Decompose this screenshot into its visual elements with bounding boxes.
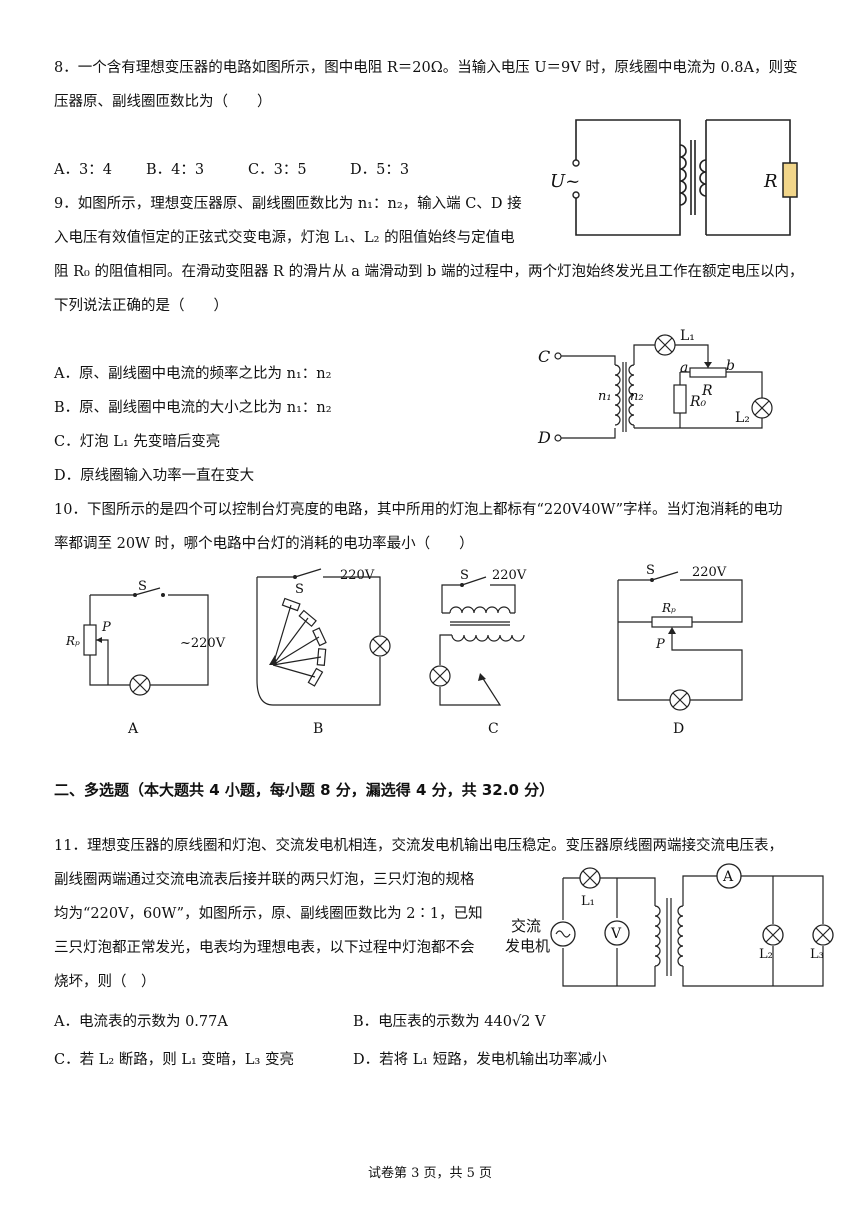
svg-text:L₃: L₃ — [810, 947, 824, 962]
svg-text:R₀: R₀ — [689, 394, 707, 410]
svg-text:n₂: n₂ — [630, 389, 644, 404]
svg-text:L₁: L₁ — [581, 894, 595, 909]
q9-resistor-r0 — [673, 384, 687, 414]
q8-option-b: B．4：3 — [146, 162, 205, 178]
svg-text:220V: 220V — [340, 568, 375, 583]
svg-text:A: A — [722, 869, 734, 885]
svg-text:220V: 220V — [492, 568, 527, 583]
q9-stem-line1: 9．如图所示，理想变压器原、副线圈匝数比为 n₁：n₂，输入端 C、D 接 — [54, 196, 522, 212]
q11-stem-line4: 三只灯泡都正常发光，电表均为理想电表，以下过程中灯泡都不会 — [54, 940, 475, 956]
svg-text:V: V — [610, 926, 622, 942]
q9-stem-line3: 阻 R₀ 的阻值相同。在滑动变阻器 R 的滑片从 a 端滑动到 b 端的过程中，… — [54, 264, 804, 280]
q8-stem-line1: 8．一个含有理想变压器的电路如图所示，图中电阻 R＝20Ω。当输入电压 U＝9V… — [54, 60, 798, 76]
q9-rheostat — [689, 367, 727, 378]
svg-text:S: S — [460, 568, 469, 583]
q11-stem-line5: 烧坏，则（ ） — [54, 974, 156, 990]
page-footer: 试卷第 3 页，共 5 页 — [367, 1166, 493, 1181]
svg-text:~220V: ~220V — [180, 636, 226, 651]
svg-text:C: C — [538, 347, 550, 366]
q9-stem-line4: 下列说法正确的是（ ） — [54, 298, 228, 314]
svg-text:a: a — [680, 360, 688, 376]
svg-text:n₁: n₁ — [598, 389, 612, 404]
q11-option-d: D．若将 L₁ 短路，发电机输出功率减小 — [353, 1052, 607, 1068]
svg-text:C: C — [488, 721, 499, 737]
q10-stem-line2: 率都调至 20W 时，哪个电路中台灯的消耗的电功率最小（ ） — [54, 536, 474, 552]
q9-option-c: C．灯泡 L₁ 先变暗后变亮 — [54, 434, 221, 450]
q11-stem-line1: 11．理想变压器的原线圈和灯泡、交流发电机相连，交流发电机输出电压稳定。变压器原… — [54, 838, 783, 854]
svg-text:S: S — [646, 563, 655, 578]
svg-text:交流: 交流 — [511, 917, 541, 935]
svg-text:D: D — [673, 721, 684, 737]
q10-circuit-d: S 220V Rₚ P D — [617, 563, 743, 737]
q8-stem-line2: 压器原、副线圈匝数比为（ ） — [54, 94, 272, 110]
svg-text:S: S — [295, 582, 304, 597]
q10-circuit-b: 220V S B — [256, 568, 391, 737]
q8-transformer-diagram: U~ R — [550, 119, 798, 236]
svg-text:b: b — [726, 358, 735, 374]
svg-text:发电机: 发电机 — [505, 937, 550, 955]
q9-option-a: A．原、副线圈中电流的频率之比为 n₁：n₂ — [54, 366, 332, 382]
q9-transformer-diagram: C D n₁ n₂ L₁ a b R R₀ L₂ — [537, 328, 773, 447]
svg-text:L₂: L₂ — [759, 947, 773, 962]
svg-text:P: P — [655, 637, 665, 652]
q10-stem-line1: 10．下图所示的是四个可以控制台灯亮度的电路，其中所用的灯泡上都标有“220V4… — [54, 502, 783, 518]
q9-stem-line2: 入电压有效值恒定的正弦式交变电源，灯泡 L₁、L₂ 的阻值始终与定值电 — [54, 230, 515, 246]
svg-text:P: P — [101, 620, 111, 635]
section2-heading: 二、多选题（本大题共 4 小题，每小题 8 分，漏选得 4 分，共 32.0 分… — [54, 781, 555, 799]
q10-circuit-a: S Rₚ P ~220V A — [65, 579, 226, 737]
q10-circuit-c: S 220V C — [429, 568, 527, 737]
q11-stem-line3: 均为“220V，60W”，如图所示，原、副线圈匝数比为 2∶1，已知 — [54, 906, 483, 922]
q8-resistor-label: R — [763, 171, 778, 192]
svg-text:L₁: L₁ — [680, 328, 695, 344]
svg-text:B: B — [313, 721, 323, 737]
svg-text:L₂: L₂ — [735, 410, 750, 426]
q8-resistor — [782, 162, 798, 198]
svg-text:Rₚ: Rₚ — [661, 601, 676, 615]
svg-text:Rₚ: Rₚ — [65, 634, 80, 648]
q11-option-b: B．电压表的示数为 440√2 V — [353, 1014, 546, 1030]
q8-voltage-label: U~ — [550, 171, 580, 192]
svg-text:R: R — [701, 383, 713, 399]
q9-option-d: D．原线圈输入功率一直在变大 — [54, 468, 255, 484]
svg-text:220V: 220V — [692, 565, 727, 580]
svg-text:D: D — [537, 428, 551, 447]
q8-option-a: A．3：4 — [54, 162, 112, 178]
q11-transformer-diagram: 交流 发电机 L₁ V A L₂ L₃ — [505, 863, 834, 987]
q8-option-d: D．5：3 — [350, 162, 410, 178]
q9-option-b: B．原、副线圈中电流的大小之比为 n₁：n₂ — [54, 400, 332, 416]
q8-option-c: C．3：5 — [248, 162, 307, 178]
svg-text:A: A — [127, 721, 139, 737]
svg-text:S: S — [138, 579, 147, 594]
q11-option-c: C．若 L₂ 断路，则 L₁ 变暗，L₃ 变亮 — [54, 1052, 294, 1068]
q11-option-a: A．电流表的示数为 0.77A — [54, 1014, 228, 1030]
q11-stem-line2: 副线圈两端通过交流电流表后接并联的两只灯泡，三只灯泡的规格 — [54, 872, 475, 888]
